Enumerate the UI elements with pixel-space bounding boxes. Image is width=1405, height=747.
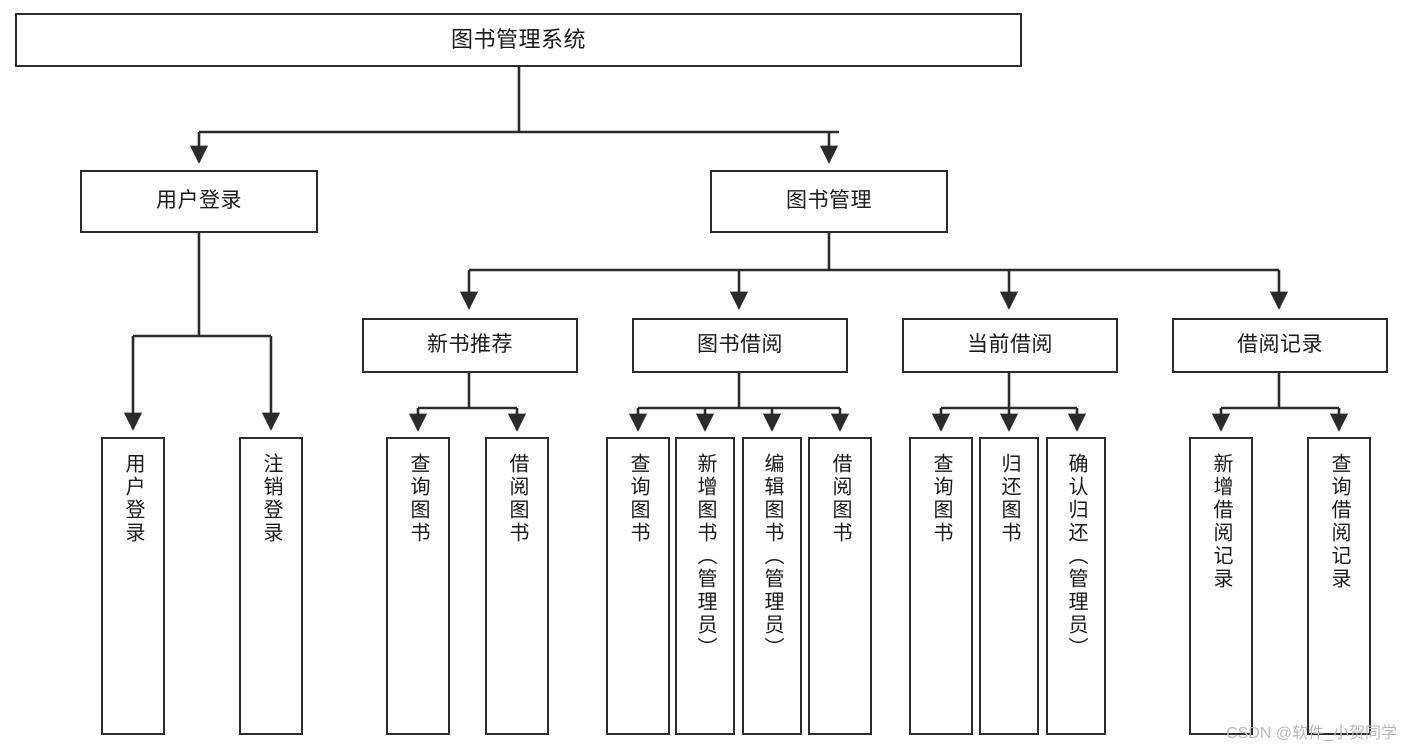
node-label: 新增图书（管理员） <box>694 453 716 660</box>
leaf-logout[interactable]: 注销登录 <box>239 437 303 735</box>
leaf-query-borrow-record[interactable]: 查询借阅记录 <box>1307 437 1371 735</box>
node-label: 借阅图书 <box>829 453 851 545</box>
node-label: 查询图书 <box>930 453 952 545</box>
node-label: 当前借阅 <box>967 333 1053 357</box>
node-user-login[interactable]: 用户登录 <box>80 170 318 233</box>
node-label: 新增借阅记录 <box>1210 453 1232 591</box>
node-label: 注销登录 <box>260 453 282 545</box>
node-current-borrow[interactable]: 当前借阅 <box>902 318 1118 373</box>
node-label: 借阅图书 <box>506 453 528 545</box>
leaf-query-book-current[interactable]: 查询图书 <box>909 437 973 735</box>
leaf-query-book-borrow[interactable]: 查询图书 <box>606 437 670 735</box>
node-book-management[interactable]: 图书管理 <box>710 170 948 233</box>
node-label: 查询借阅记录 <box>1328 453 1350 591</box>
leaf-query-book-recommend[interactable]: 查询图书 <box>386 437 450 735</box>
leaf-add-borrow-record[interactable]: 新增借阅记录 <box>1189 437 1253 735</box>
leaf-return-book[interactable]: 归还图书 <box>979 437 1039 735</box>
node-new-book-recommend[interactable]: 新书推荐 <box>362 318 578 373</box>
leaf-borrow-book-recommend[interactable]: 借阅图书 <box>485 437 549 735</box>
node-label: 查询图书 <box>627 453 649 545</box>
leaf-user-login[interactable]: 用户登录 <box>101 437 165 735</box>
node-label: 图书管理 <box>786 189 872 213</box>
leaf-edit-book-admin[interactable]: 编辑图书（管理员） <box>742 437 802 735</box>
node-root-book-management-system[interactable]: 图书管理系统 <box>15 13 1022 67</box>
node-label: 用户登录 <box>156 189 242 213</box>
node-label: 归还图书 <box>998 453 1020 545</box>
node-book-borrow[interactable]: 图书借阅 <box>632 318 848 373</box>
leaf-borrow-book[interactable]: 借阅图书 <box>808 437 872 735</box>
node-label: 图书借阅 <box>697 333 783 357</box>
leaf-confirm-return-admin[interactable]: 确认归还（管理员） <box>1046 437 1106 735</box>
node-label: 查询图书 <box>407 453 429 545</box>
leaf-add-book-admin[interactable]: 新增图书（管理员） <box>675 437 735 735</box>
node-label: 编辑图书（管理员） <box>761 453 783 660</box>
node-label: 图书管理系统 <box>450 27 586 53</box>
node-borrow-record[interactable]: 借阅记录 <box>1172 318 1388 373</box>
node-label: 用户登录 <box>122 453 144 545</box>
csdn-watermark: CSDN @软件_小贺同学 <box>1226 725 1397 742</box>
node-label: 确认归还（管理员） <box>1065 453 1087 660</box>
node-label: 新书推荐 <box>427 333 513 357</box>
node-label: 借阅记录 <box>1237 333 1323 357</box>
